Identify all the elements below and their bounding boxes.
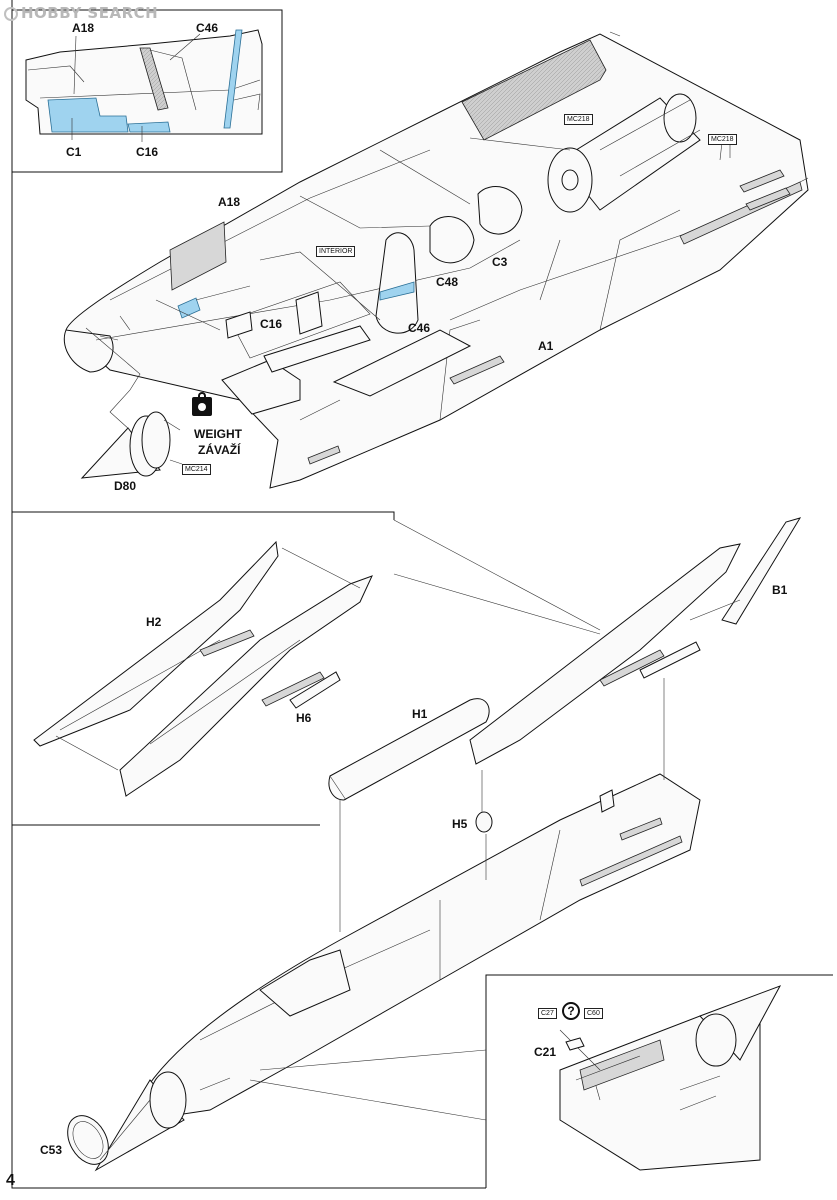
label-c46-inset: C46 bbox=[196, 21, 219, 35]
paint-code-c60: C60 bbox=[584, 1008, 603, 1019]
label-c46: C46 bbox=[408, 321, 431, 335]
cover-h1 bbox=[328, 698, 490, 932]
paint-code-mc218-b: MC218 bbox=[708, 134, 737, 145]
tail-assembly bbox=[33, 517, 802, 797]
ring-c53 bbox=[67, 1099, 151, 1165]
page-number: 4 bbox=[6, 1172, 15, 1189]
label-c3: C3 bbox=[492, 255, 508, 269]
paint-code-interior: INTERIOR bbox=[316, 246, 356, 257]
lower-guide-lines bbox=[249, 519, 601, 1121]
fin-h6 bbox=[119, 575, 373, 797]
watermark-logo: HOBBY SEARCH bbox=[4, 4, 158, 22]
nose-detail-inset-frame bbox=[485, 974, 833, 1188]
label-h6: H6 bbox=[296, 711, 312, 725]
bulkhead-c48 bbox=[429, 216, 475, 264]
paint-code-c27: C27 bbox=[538, 1008, 557, 1019]
hobby-search-logo-icon bbox=[4, 7, 18, 21]
label-c21: C21 bbox=[534, 1045, 557, 1059]
cockpit-inset-frame bbox=[12, 9, 283, 173]
label-a1: A1 bbox=[538, 339, 554, 353]
weight-label-czech: ZÁVAŽÍ bbox=[198, 443, 241, 457]
label-c16: C16 bbox=[260, 317, 283, 331]
bulkhead-c46 bbox=[375, 232, 419, 334]
label-a18-inset: A18 bbox=[72, 21, 95, 35]
question-mark-icon: ? bbox=[562, 1002, 580, 1020]
engine-assembly bbox=[375, 93, 701, 334]
weight-icon bbox=[192, 392, 212, 416]
label-h1: H1 bbox=[412, 707, 428, 721]
lower-aircraft bbox=[94, 678, 701, 1172]
label-d80: D80 bbox=[114, 479, 137, 493]
label-c1-inset: C1 bbox=[66, 145, 82, 159]
part-b1 bbox=[721, 517, 802, 625]
paint-code-mc214: MC214 bbox=[182, 464, 211, 475]
label-c16-inset: C16 bbox=[136, 145, 159, 159]
label-b1: B1 bbox=[772, 583, 788, 597]
cockpit-inset-drawing bbox=[25, 29, 263, 142]
label-h5: H5 bbox=[452, 817, 468, 831]
fin-assembled bbox=[469, 543, 741, 765]
label-c53: C53 bbox=[40, 1143, 63, 1157]
label-a18: A18 bbox=[218, 195, 241, 209]
upper-guide-lines bbox=[85, 31, 621, 431]
label-c48: C48 bbox=[436, 275, 459, 289]
paint-code-mc218-a: MC218 bbox=[564, 114, 593, 125]
weight-label: WEIGHT bbox=[194, 427, 242, 441]
label-h2: H2 bbox=[146, 615, 162, 629]
panel-frames bbox=[11, 0, 833, 1189]
fin-h2 bbox=[33, 540, 279, 747]
nose-cone-d80 bbox=[80, 411, 183, 479]
bulkhead-c3 bbox=[477, 186, 523, 235]
nose-detail-drawing bbox=[559, 985, 782, 1171]
